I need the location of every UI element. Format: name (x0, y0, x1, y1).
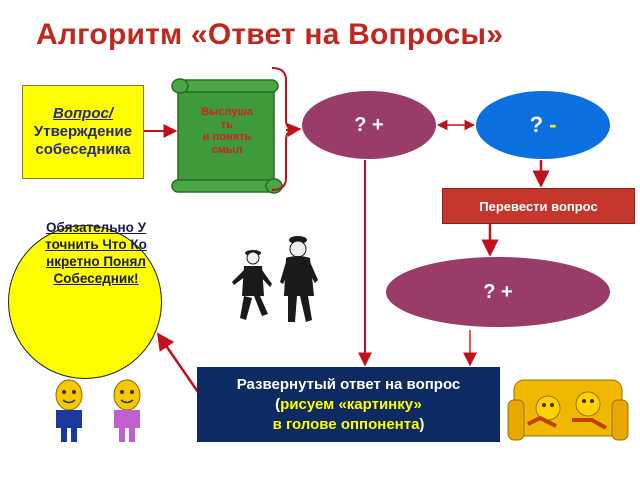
question-box-line2: Утверждение (33, 123, 133, 140)
question-box-line3: собеседника (35, 141, 131, 158)
scroll-line: Выслуша (201, 106, 253, 118)
answer-paren-close: ) (419, 415, 425, 433)
arrow-bracket-to-oval (285, 122, 302, 137)
scroll-line: ть (220, 118, 234, 131)
clarify-circle-text: Обязательно Уточнить Что Конкретно Понял… (45, 220, 147, 286)
scroll-line: смыл (211, 143, 243, 156)
oval-question-plus: ? + (302, 91, 436, 159)
answer-line3-highlight: в голове оппонента (272, 415, 420, 433)
walking-men-image (232, 236, 318, 322)
answer-line1: Развернутый ответ на вопрос (236, 375, 461, 393)
question-box-line1: Вопрос/ (53, 105, 113, 122)
answer-line2: (рисуем «картинку» (275, 395, 422, 415)
translate-question-box: Перевести вопрос (442, 188, 635, 224)
oval-minus-sign: - (549, 112, 557, 137)
answer-line2-highlight: рисуем «картинку» (280, 395, 422, 413)
oval-question-minus: ? - (476, 91, 610, 159)
question-statement-box: Вопрос/ Утверждение собеседника (22, 85, 144, 179)
page-title: Алгоритм «Ответ на Вопросы» (36, 18, 504, 51)
scroll-shape (171, 78, 283, 194)
answer-line3: в голове оппонента) (273, 415, 425, 435)
detailed-answer-box: Развернутый ответ на вопрос (рисуем «кар… (197, 367, 500, 442)
sofa-chat-image (507, 379, 629, 441)
clarify-circle (8, 225, 162, 379)
smiley-people-image (55, 379, 141, 442)
oval-question-mark: ? (529, 112, 544, 137)
answer-paren-open: ( (275, 395, 281, 413)
oval-question-plus-2: ? + (386, 257, 610, 327)
scroll-line: и понять (202, 131, 252, 143)
arrow-answer-to-clarify (156, 332, 200, 393)
scroll-text: Выслуша ть и понять смыл (186, 106, 268, 156)
